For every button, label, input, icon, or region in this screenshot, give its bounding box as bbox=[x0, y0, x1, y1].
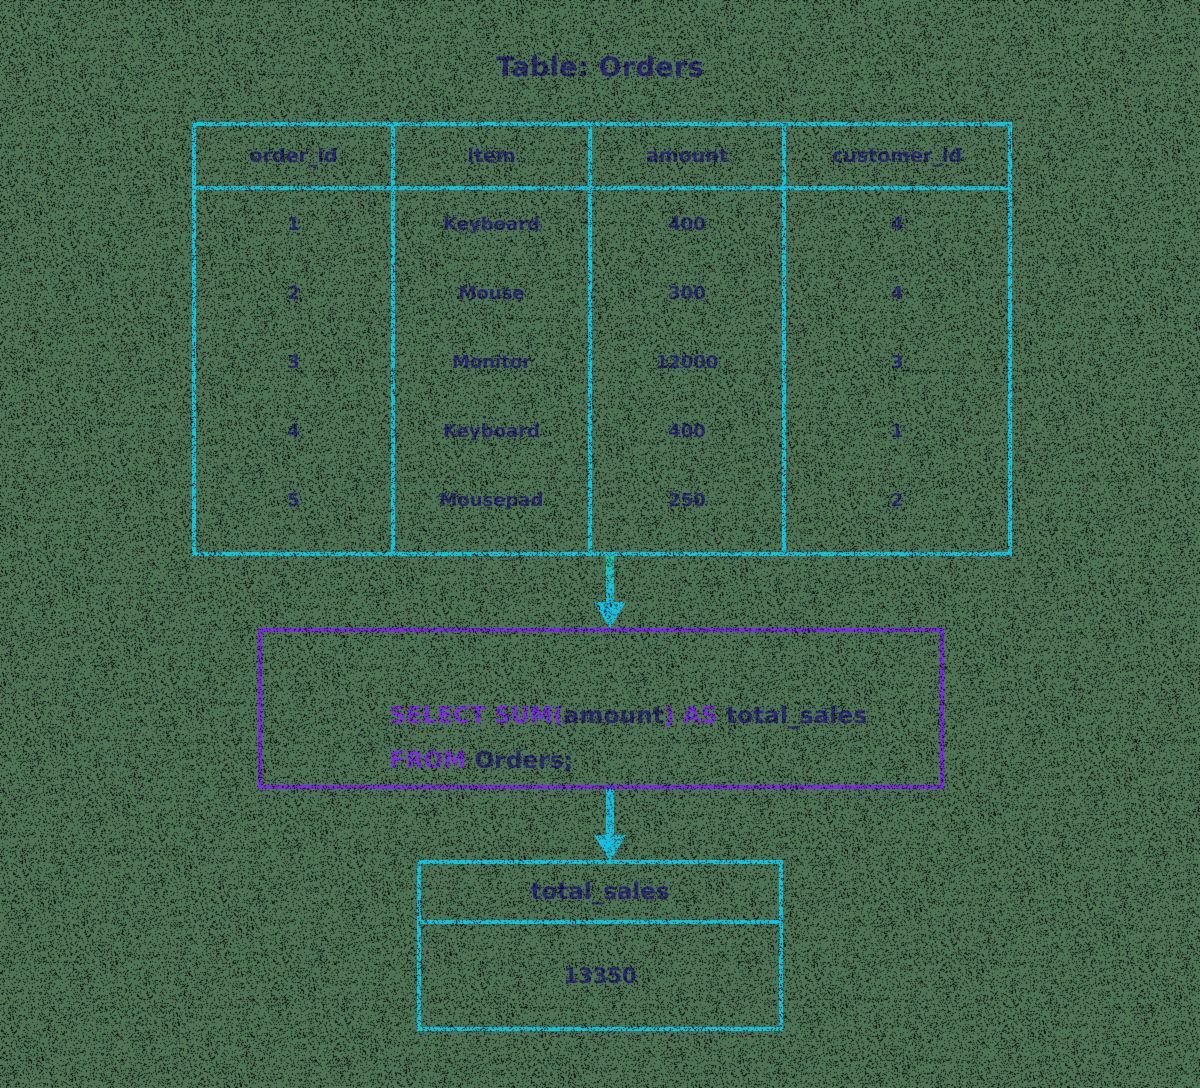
table-to-query-arrow bbox=[594, 556, 626, 628]
sql-identifier: total_sales bbox=[725, 703, 868, 729]
page-title: Table: Orders bbox=[496, 52, 704, 83]
cell-item: Keyboard bbox=[443, 421, 540, 442]
table-body: 1 Keyboard 400 4 2 Mouse 300 4 3 Monitor… bbox=[196, 190, 1008, 552]
sql-keyword: FROM bbox=[389, 748, 475, 774]
source-table: order_id item amount customer_id 1 Keybo… bbox=[192, 122, 1012, 556]
cell-order-id: 4 bbox=[287, 421, 300, 442]
sql-identifier: Orders; bbox=[474, 748, 574, 774]
cell-amount: 400 bbox=[668, 214, 706, 235]
cell-customer-id: 1 bbox=[890, 421, 904, 442]
sql-identifier: amount bbox=[563, 703, 664, 729]
cell-amount: 250 bbox=[668, 490, 706, 511]
cell-amount: 300 bbox=[668, 283, 706, 304]
query-to-result-arrow bbox=[594, 789, 626, 861]
result-column-header: total_sales bbox=[421, 864, 779, 924]
column-header: item bbox=[467, 145, 516, 167]
cell-customer-id: 3 bbox=[890, 352, 904, 373]
table-row: 2 Mouse 300 4 bbox=[196, 259, 1008, 328]
cell-item: Monitor bbox=[451, 352, 532, 373]
sql-keyword: ) AS bbox=[663, 703, 726, 729]
cell-item: Mousepad bbox=[439, 490, 544, 511]
table-row: 1 Keyboard 400 4 bbox=[196, 190, 1008, 259]
sql-line-2: FROM Orders; bbox=[324, 722, 573, 800]
cell-customer-id: 4 bbox=[890, 283, 904, 304]
cell-customer-id: 2 bbox=[890, 490, 904, 511]
column-header: customer_id bbox=[832, 145, 962, 167]
sql-query-box: SELECT SUM(amount) AS total_sales FROM O… bbox=[258, 628, 944, 789]
table-row: 5 Mousepad 250 2 bbox=[196, 466, 1008, 535]
column-header: order_id bbox=[249, 145, 338, 167]
cell-amount: 400 bbox=[668, 421, 706, 442]
cell-order-id: 1 bbox=[287, 214, 300, 235]
cell-customer-id: 4 bbox=[890, 214, 904, 235]
cell-item: Keyboard bbox=[443, 214, 540, 235]
table-header-row: order_id item amount customer_id bbox=[196, 126, 1008, 190]
cell-order-id: 2 bbox=[287, 283, 300, 304]
table-row: 4 Keyboard 400 1 bbox=[196, 397, 1008, 466]
cell-order-id: 3 bbox=[287, 352, 300, 373]
result-value: 13350 bbox=[563, 963, 637, 988]
result-table: total_sales 13350 bbox=[417, 860, 783, 1031]
cell-amount: 12000 bbox=[655, 352, 719, 373]
cell-item: Mouse bbox=[458, 283, 525, 304]
table-row: 3 Monitor 12000 3 bbox=[196, 328, 1008, 397]
cell-order-id: 5 bbox=[287, 490, 300, 511]
column-header: amount bbox=[646, 145, 728, 167]
